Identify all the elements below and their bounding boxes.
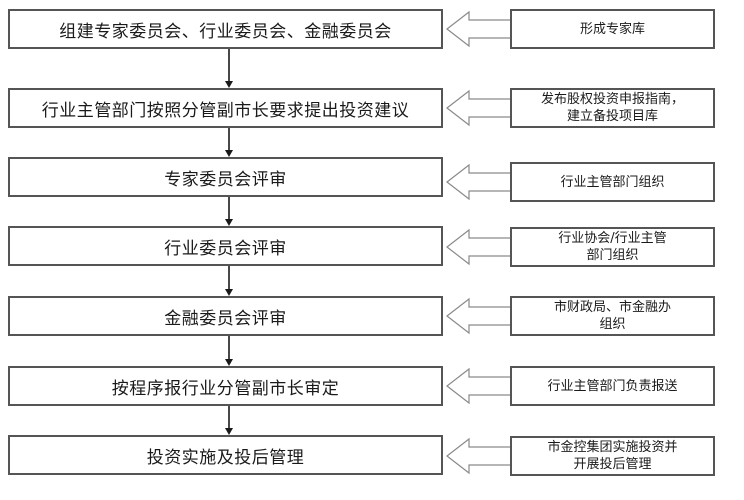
note-box-3: 行业主管部门组织 xyxy=(510,162,715,202)
note-line: 组织 xyxy=(599,317,626,332)
note-box-6: 行业主管部门负责报送 xyxy=(510,366,715,406)
hollow-arrow-icon xyxy=(446,163,510,201)
note-line: 部门组织 xyxy=(586,248,639,263)
note-line: 市金控集团实施投资并 xyxy=(547,440,678,455)
flow-arrow-head xyxy=(225,428,233,435)
note-box-1: 形成专家库 xyxy=(510,9,715,49)
hollow-arrow-icon xyxy=(446,297,510,335)
step-label-1: 组建专家委员会、行业委员会、金融委员会 xyxy=(59,21,392,42)
step-label-6: 按程序报行业分管副市长审定 xyxy=(111,378,340,399)
note-line: 行业主管部门负责报送 xyxy=(547,378,678,394)
step-box-3: 专家委员会评审 xyxy=(8,157,443,197)
step-box-1: 组建专家委员会、行业委员会、金融委员会 xyxy=(8,9,443,49)
flow-arrow-head xyxy=(225,289,233,296)
step-label-7: 投资实施及投后管理 xyxy=(146,447,305,468)
step-box-5: 金融委员会评审 xyxy=(8,296,443,336)
note-box-7: 市金控集团实施投资并 开展投后管理 xyxy=(510,436,715,476)
flow-arrow-head xyxy=(225,150,233,157)
note-line: 市财政局、市金融办 xyxy=(553,300,671,315)
step-box-6: 按程序报行业分管副市长审定 xyxy=(8,366,443,406)
flow-arrow-head xyxy=(225,219,233,226)
step-box-4: 行业委员会评审 xyxy=(8,226,443,266)
note-line: 建立备投项目库 xyxy=(566,109,658,124)
flow-arrow-head xyxy=(225,359,233,366)
step-label-3: 专家委员会评审 xyxy=(164,169,287,190)
note-line: 行业主管部门组织 xyxy=(560,174,665,190)
flow-arrow-head xyxy=(225,81,233,88)
note-box-2: 发布股权投资申报指南， 建立备投项目库 xyxy=(510,88,715,128)
note-line: 行业协会/行业主管 xyxy=(558,231,667,246)
step-label-2: 行业主管部门按照分管副市长要求提出投资建议 xyxy=(41,100,410,121)
step-box-7: 投资实施及投后管理 xyxy=(8,435,443,475)
note-box-5: 市财政局、市金融办 组织 xyxy=(510,296,715,336)
step-box-2: 行业主管部门按照分管副市长要求提出投资建议 xyxy=(8,88,443,128)
hollow-arrow-icon xyxy=(446,10,510,48)
hollow-arrow-icon xyxy=(446,367,510,405)
note-line: 形成专家库 xyxy=(579,21,645,37)
step-label-5: 金融委员会评审 xyxy=(164,308,287,329)
note-line: 开展投后管理 xyxy=(573,457,652,472)
hollow-arrow-icon xyxy=(446,228,510,266)
hollow-arrow-icon xyxy=(446,89,510,127)
step-label-4: 行业委员会评审 xyxy=(164,238,287,259)
note-box-4: 行业协会/行业主管 部门组织 xyxy=(510,227,715,267)
note-line: 发布股权投资申报指南， xyxy=(540,92,684,107)
hollow-arrow-icon xyxy=(446,437,510,475)
